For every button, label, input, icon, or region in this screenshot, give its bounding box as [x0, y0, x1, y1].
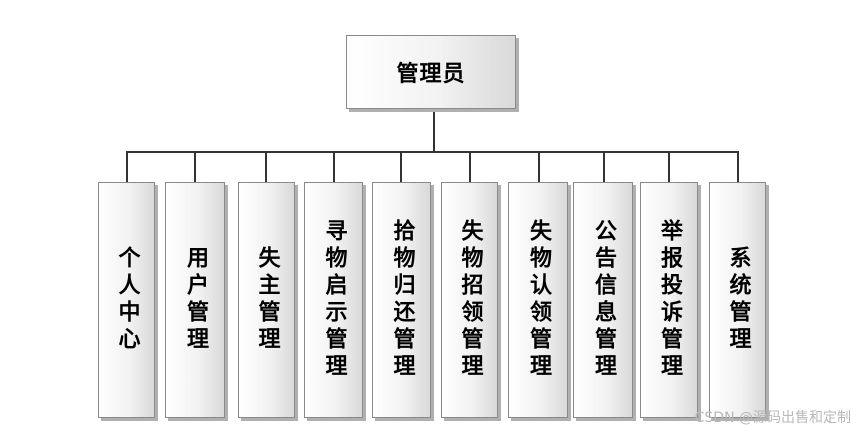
- root-node-label: 管理员: [396, 62, 466, 87]
- watermark-text: CSDN @源码出售和定制: [694, 410, 851, 426]
- child-node-claim-management: 失物认领管理: [508, 182, 568, 418]
- child-node-lost-found-management: 失物招领管理: [441, 182, 498, 418]
- child-node-personal-center: 个人中心: [98, 182, 155, 418]
- child-node-found-return-management: 拾物归还管理: [372, 182, 431, 418]
- child-node-label: 举报投诉管理: [657, 219, 682, 381]
- child-connector-line: [333, 151, 335, 182]
- child-connector-line: [194, 151, 196, 182]
- child-node-label: 个人中心: [114, 246, 140, 354]
- child-connector-line: [265, 151, 267, 182]
- child-node-label: 失物认领管理: [526, 219, 551, 381]
- child-node-label: 拾物归还管理: [389, 219, 415, 381]
- child-node-label: 寻物启示管理: [321, 219, 347, 381]
- child-connector-line: [469, 151, 471, 182]
- child-node-label: 失主管理: [254, 246, 280, 354]
- child-connector-line: [400, 151, 402, 182]
- child-connector-line: [668, 151, 670, 182]
- child-connector-line: [538, 151, 540, 182]
- child-connector-line: [737, 151, 739, 182]
- child-node-label: 系统管理: [725, 246, 751, 354]
- child-connector-line: [126, 151, 128, 182]
- child-node-label: 失物招领管理: [457, 219, 483, 381]
- root-node-admin: 管理员: [346, 35, 516, 109]
- child-connector-line: [603, 151, 605, 182]
- child-node-label: 用户管理: [183, 246, 208, 354]
- child-node-report-complaint-management: 举报投诉管理: [640, 182, 698, 418]
- child-node-lost-notice-management: 寻物启示管理: [304, 182, 363, 418]
- child-node-announcement-management: 公告信息管理: [573, 182, 633, 418]
- horizontal-bus-line: [126, 151, 739, 153]
- child-node-system-management: 系统管理: [709, 182, 766, 418]
- root-stem-line: [433, 109, 435, 152]
- child-node-user-management: 用户管理: [165, 182, 225, 418]
- child-node-label: 公告信息管理: [591, 219, 616, 381]
- child-node-owner-management: 失主管理: [238, 182, 295, 418]
